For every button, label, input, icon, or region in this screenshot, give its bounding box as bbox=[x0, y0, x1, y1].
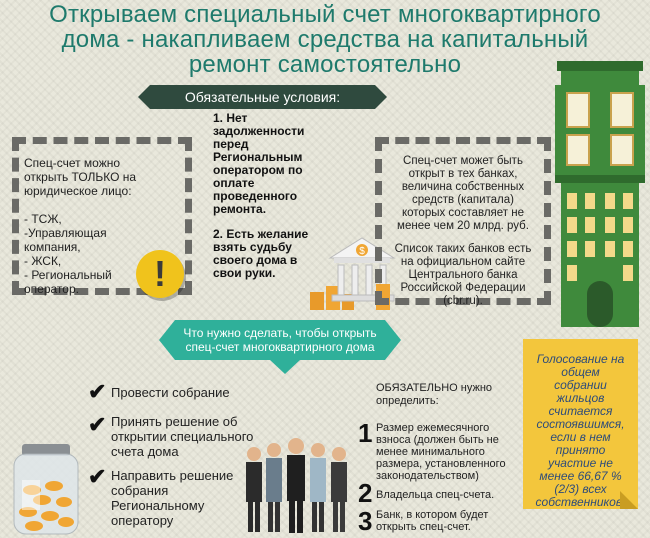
note-line: принято bbox=[555, 443, 606, 457]
condition-line: своего дома в bbox=[213, 253, 298, 267]
conditions-banner: Обязательные условия: bbox=[138, 85, 387, 109]
mandatory-line: менее минимального bbox=[376, 446, 485, 458]
dollar-icon: $ bbox=[359, 246, 365, 257]
note-line: собственников. bbox=[535, 495, 626, 509]
condition-line: задолженности bbox=[213, 124, 305, 138]
note-line: (2/3) всех bbox=[554, 482, 607, 496]
condition-line: перед bbox=[213, 137, 249, 151]
bank-illustration: $ bbox=[310, 237, 396, 310]
right-line: величина собственных bbox=[401, 181, 525, 193]
right-line: Российской Федерации bbox=[400, 282, 526, 294]
mandatory-heading-line: определить: bbox=[376, 395, 439, 407]
step-1: Провести собрание bbox=[111, 386, 230, 400]
left-item: оператор. bbox=[24, 282, 79, 296]
right-frame bbox=[375, 137, 551, 305]
right-line: Список таких банков есть bbox=[394, 243, 532, 255]
mandatory-line: открыть спец-счет. bbox=[376, 521, 471, 533]
step-line: оператору bbox=[111, 513, 174, 528]
step-2: Принять решение об открытии специального… bbox=[111, 414, 253, 459]
mandatory-line: Банк, в котором будет bbox=[376, 509, 489, 521]
step-line: Провести собрание bbox=[111, 385, 230, 400]
condition-line: свои руки. bbox=[213, 266, 276, 280]
people-group-illustration bbox=[246, 438, 347, 533]
condition-line: 1. Нет bbox=[213, 111, 248, 125]
page-title: Открываем специальный счет многоквартирн… bbox=[0, 2, 650, 77]
number-3: 3 bbox=[358, 506, 373, 536]
checkmark-icon: ✔ bbox=[88, 412, 107, 437]
voting-note: Голосование на общем собрании жильцов сч… bbox=[523, 339, 638, 509]
right-line: (cbr.ru). bbox=[443, 295, 483, 307]
step-line: собрания bbox=[111, 483, 169, 498]
condition-line: Региональным bbox=[213, 150, 303, 164]
steps-banner: Что нужно сделать, чтобы открыть спец-сч… bbox=[159, 320, 401, 360]
note-line: Голосование на bbox=[536, 352, 625, 366]
note-line: состоявшимся, bbox=[536, 417, 625, 431]
condition-line: проведенного bbox=[213, 189, 298, 203]
mandatory-line: законодательством) bbox=[376, 470, 479, 482]
steps-banner-line: Что нужно сделать, чтобы открыть bbox=[183, 326, 377, 340]
left-box-text: Спец-счет можно открыть ТОЛЬКО на юридич… bbox=[24, 156, 174, 296]
steps-banner-line: спец-счет многоквартирного дома bbox=[185, 340, 375, 354]
condition-1: 1. Нет задолженности перед Региональным … bbox=[213, 112, 328, 216]
number-1: 1 bbox=[358, 418, 373, 448]
mandatory-line: размера, установленного bbox=[376, 458, 506, 470]
note-line: если в нем bbox=[550, 430, 611, 444]
condition-line: взять судьбу bbox=[213, 240, 292, 254]
title-line-2: дома - накапливаем средства на капитальн… bbox=[61, 26, 589, 53]
mandatory-item-1: Размер ежемесячного взноса (должен быть … bbox=[376, 422, 506, 482]
left-item: - Региональный bbox=[24, 268, 112, 282]
step-line: Принять решение об bbox=[111, 414, 238, 429]
checkmark-icon: ✔ bbox=[88, 379, 107, 404]
mandatory-line: Владельца спец-счета. bbox=[376, 489, 495, 501]
condition-2: 2. Есть желание взять судьбу своего дома… bbox=[213, 228, 328, 280]
mandatory-item-2: Владельца спец-счета. bbox=[376, 489, 494, 501]
left-line: открыть ТОЛЬКО на bbox=[24, 170, 137, 184]
step-line: открытии специального bbox=[111, 429, 254, 444]
mandatory-heading-line: ОБЯЗАТЕЛЬНО нужно bbox=[376, 382, 493, 394]
condition-line: 2. Есть желание bbox=[213, 227, 309, 241]
note-line: жильцов bbox=[556, 391, 605, 405]
right-line: средств (капитала) bbox=[412, 194, 514, 206]
right-box-text: Спец-счет может быть открыт в тех банках… bbox=[384, 155, 542, 308]
note-line: считается bbox=[548, 404, 613, 418]
mandatory-item-3: Банк, в котором будет открыть спец-счет. bbox=[376, 509, 488, 533]
left-item: компания, bbox=[24, 240, 81, 254]
coin-jar-illustration bbox=[13, 444, 79, 535]
step-line: счета дома bbox=[111, 444, 179, 459]
mandatory-line: Размер ежемесячного bbox=[376, 422, 490, 434]
step-line: Направить решение bbox=[111, 468, 234, 483]
number-2: 2 bbox=[358, 478, 373, 508]
right-line: которых составляет не bbox=[401, 207, 524, 219]
left-frame bbox=[12, 137, 192, 295]
left-item: -Управляющая bbox=[24, 226, 107, 240]
left-item: - ЖСК, bbox=[24, 254, 62, 268]
note-line: менее 66,67 % bbox=[539, 469, 622, 483]
banner-pointer-icon bbox=[270, 360, 300, 374]
step-3: Направить решение собрания Региональному… bbox=[111, 468, 233, 528]
apartment-building-illustration bbox=[555, 61, 645, 327]
exclamation-icon: ! bbox=[136, 250, 184, 298]
right-line: на официальном сайте bbox=[400, 256, 526, 268]
right-line: открыт в тех банках, bbox=[408, 168, 518, 180]
right-line: менее чем 20 млрд. руб. bbox=[397, 220, 529, 232]
left-line: Спец-счет можно bbox=[24, 156, 121, 170]
title-line-1: Открываем специальный счет многоквартирн… bbox=[49, 1, 601, 28]
left-line: юридическое лицо: bbox=[24, 184, 132, 198]
step-line: Региональному bbox=[111, 498, 205, 513]
right-line: Спец-счет может быть bbox=[403, 155, 523, 167]
title-line-3: ремонт самостоятельно bbox=[188, 51, 462, 78]
mandatory-line: взноса (должен быть не bbox=[376, 434, 499, 446]
condition-line: ремонта. bbox=[213, 202, 267, 216]
note-line: общем bbox=[561, 365, 600, 379]
note-line: собрании bbox=[554, 378, 607, 392]
checkmark-icon: ✔ bbox=[88, 464, 107, 489]
mandatory-heading: ОБЯЗАТЕЛЬНО нужно определить: bbox=[376, 382, 492, 408]
condition-line: оплате bbox=[213, 176, 255, 190]
right-line: Центрального банка bbox=[408, 269, 518, 281]
left-item: - ТСЖ, bbox=[24, 212, 62, 226]
note-line: участие не bbox=[548, 456, 613, 470]
condition-line: оператором по bbox=[213, 163, 303, 177]
